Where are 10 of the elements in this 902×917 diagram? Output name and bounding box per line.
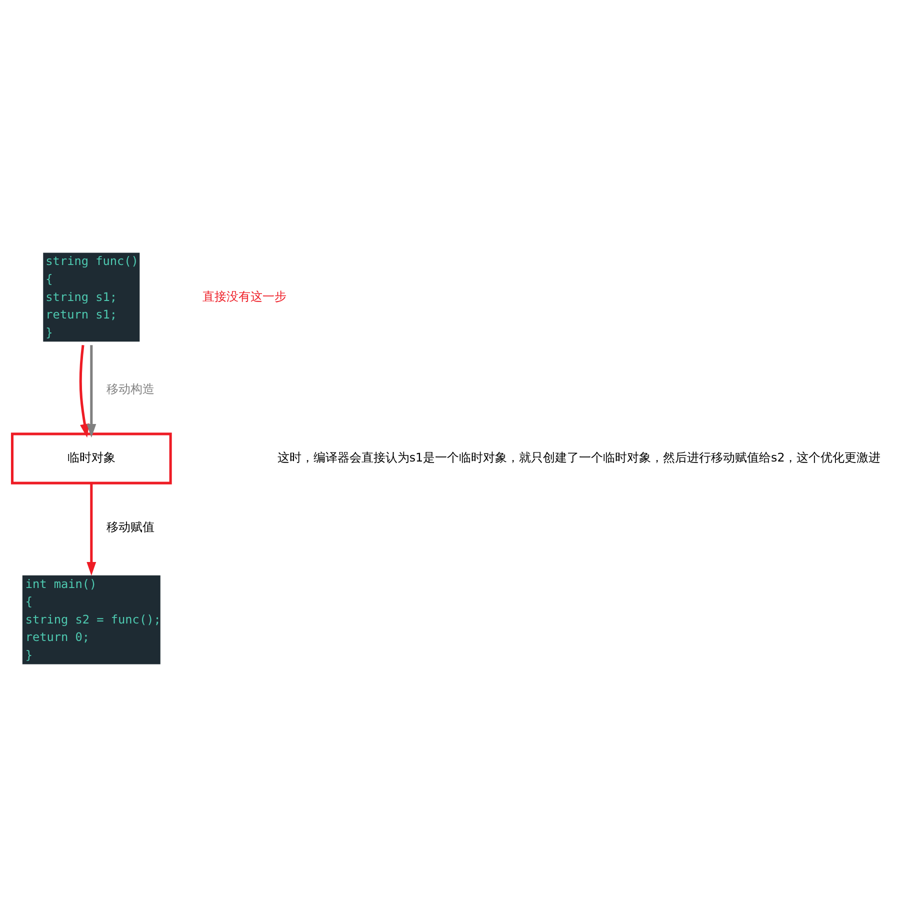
- node-box: 临时对象: [10, 432, 172, 484]
- arrow: [86, 345, 96, 438]
- node-box: string func() { string s1; return s1; }: [43, 252, 140, 342]
- edge-label: 移动构造: [106, 382, 155, 396]
- label: 直接没有这一步: [202, 289, 287, 304]
- arrow: [86, 483, 96, 576]
- label: 这时，编译器会直接认为s1是一个临时对象，就只创建了一个临时对象，然后进行移动赋值给s2，这个优化更激进: [277, 450, 881, 465]
- node-box: int main() { string s2 = func(); return 0; }: [22, 575, 160, 664]
- arrow: [79, 344, 90, 438]
- edge-label: 移动赋值: [106, 520, 155, 534]
